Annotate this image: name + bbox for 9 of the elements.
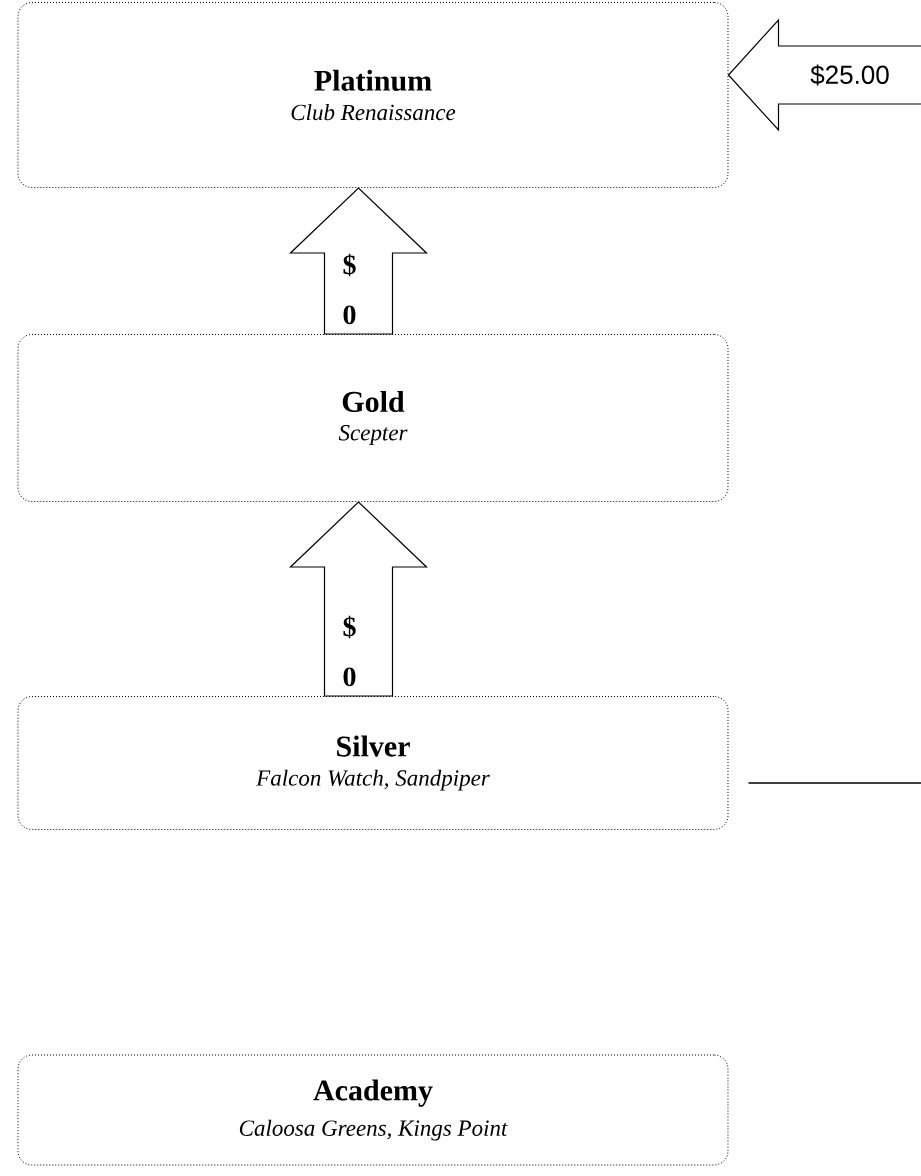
tier-box: Academy Caloosa Greens, Kings Point [17, 1054, 729, 1166]
tier-box: Silver Falcon Watch, Sandpiper [17, 696, 729, 830]
edge-label: $ 0 [343, 615, 356, 687]
edge-label: $25.00 [810, 64, 889, 86]
connector-line [747, 782, 921, 784]
block-arrow [727, 18, 921, 132]
tier-box: Gold Scepter [17, 334, 729, 502]
tier-box: Platinum Club Renaissance [17, 2, 729, 188]
edge-label: $ 0 [343, 253, 356, 325]
